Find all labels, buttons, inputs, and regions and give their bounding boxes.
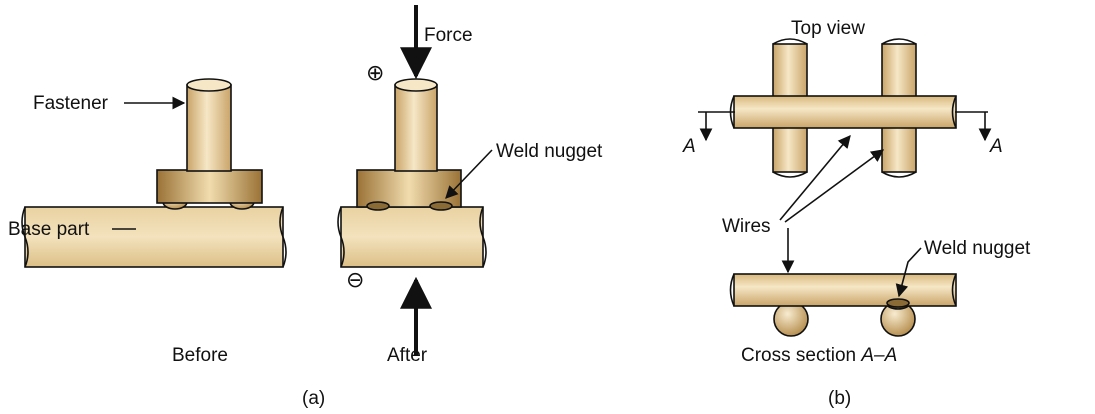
horizontal-wire-top (733, 95, 957, 129)
cross-section-prefix: Cross section (741, 345, 861, 366)
before-label: Before (172, 345, 228, 366)
cross-section-label: Cross section A–A (741, 345, 897, 366)
weld-nugget-arrow-b (895, 247, 922, 298)
after-base-break-left (337, 206, 345, 268)
after-weld-nugget-right (429, 201, 453, 211)
after-fastener-shank (394, 84, 438, 172)
force-label: Force (424, 25, 473, 46)
weld-nugget-label-a: Weld nugget (496, 141, 603, 162)
after-assembly (337, 78, 487, 268)
cross-section-view (729, 273, 957, 337)
before-fastener-head (156, 169, 263, 204)
after-base-break-right (479, 206, 487, 268)
weld-nugget-arrow-a (445, 149, 493, 199)
fastener-label: Fastener (33, 93, 109, 114)
section-label-left: A (682, 136, 696, 157)
before-base-break-right (279, 206, 287, 268)
section-label-right: A (989, 136, 1003, 157)
caption-b: (b) (828, 388, 851, 409)
top-view (729, 38, 957, 178)
after-weld-nugget-left (366, 201, 390, 211)
after-label: After (387, 345, 428, 366)
top-view-label: Top view (791, 18, 865, 39)
before-assembly (21, 78, 287, 268)
base-part-label: Base part (8, 219, 90, 240)
after-shank-top (394, 78, 438, 92)
positive-electrode-symbol: ⊕ (366, 60, 384, 85)
cross-section-weld-nugget-visible (886, 298, 910, 308)
wires-arrow-2 (784, 149, 885, 223)
before-base-break-left (21, 206, 29, 268)
wires-label: Wires (722, 216, 771, 237)
before-base-part (24, 206, 284, 268)
before-fastener-shank (186, 84, 232, 172)
negative-electrode-symbol: ⊖ (346, 267, 364, 292)
cross-section-wire-left (773, 301, 809, 337)
weld-nugget-label-b: Weld nugget (924, 238, 1031, 259)
caption-a: (a) (302, 388, 325, 409)
cross-section-id: A–A (860, 345, 897, 366)
after-base-part (340, 206, 484, 268)
wires-arrow-1 (779, 135, 851, 221)
before-shank-top (186, 78, 232, 92)
cross-section-horizontal-wire (733, 273, 957, 307)
after-fastener-head (356, 169, 462, 208)
